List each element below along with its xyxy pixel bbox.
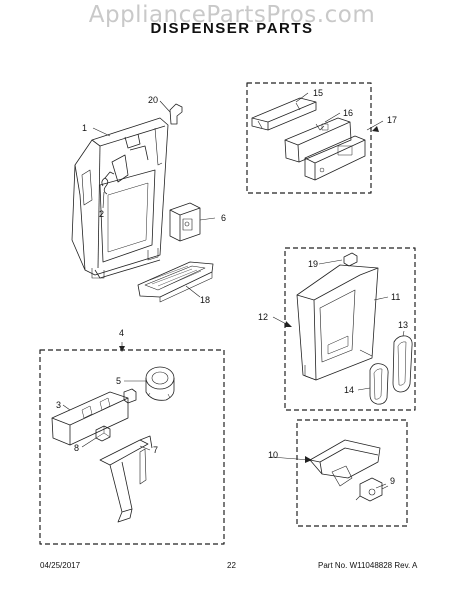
callout-14: 14 bbox=[344, 385, 354, 395]
watermark-text: AppliancePartsPros.com bbox=[88, 2, 376, 28]
group-box-15-17 bbox=[246, 82, 372, 194]
housing-part bbox=[296, 264, 379, 381]
bracket-plate-part bbox=[251, 97, 317, 131]
group-box-11-14 bbox=[284, 247, 416, 411]
cover-part bbox=[369, 363, 389, 405]
callout-2: 2 bbox=[99, 209, 104, 219]
motor-part bbox=[145, 366, 175, 401]
callout-6: 6 bbox=[221, 213, 226, 223]
lens-part bbox=[392, 335, 413, 393]
chute-part bbox=[309, 439, 381, 487]
callout-20: 20 bbox=[148, 95, 158, 105]
group-box-4 bbox=[39, 349, 225, 545]
callout-labels: 1 2 20 6 18 15 16 17 19 11 12 13 14 4 5 … bbox=[56, 88, 408, 486]
footer-part-number: Part No. W11048828 Rev. A bbox=[318, 561, 418, 570]
callout-4: 4 bbox=[119, 328, 124, 338]
paddle-lever-part bbox=[99, 435, 153, 523]
connector-part bbox=[95, 425, 111, 442]
callout-11: 11 bbox=[391, 292, 400, 302]
callout-12: 12 bbox=[258, 312, 268, 322]
callout-3: 3 bbox=[56, 400, 61, 410]
page-title: DISPENSER PARTS bbox=[150, 20, 314, 37]
footer-date: 04/25/2017 bbox=[40, 561, 81, 570]
small-clip-part bbox=[343, 252, 358, 267]
callout-9: 9 bbox=[390, 476, 395, 486]
actuator-assembly-part bbox=[51, 391, 129, 446]
dispenser-housing-part bbox=[71, 117, 169, 279]
callout-10: 10 bbox=[268, 450, 278, 460]
lever-spring-part bbox=[101, 171, 115, 195]
valve-part bbox=[355, 477, 389, 502]
callout-16: 16 bbox=[343, 108, 353, 118]
callout-18: 18 bbox=[200, 295, 210, 305]
control-board-part bbox=[284, 117, 352, 163]
drip-tray-part bbox=[137, 261, 214, 303]
switch-module-part bbox=[169, 202, 201, 242]
interface-board-part bbox=[304, 135, 366, 181]
gear-piece-part bbox=[123, 388, 137, 404]
callout-19: 19 bbox=[308, 259, 318, 269]
callout-7: 7 bbox=[153, 445, 158, 455]
callout-1: 1 bbox=[82, 123, 87, 133]
callout-17: 17 bbox=[387, 115, 397, 125]
footer-page-number: 22 bbox=[227, 561, 236, 570]
callout-15: 15 bbox=[313, 88, 323, 98]
group-box-9-10 bbox=[296, 419, 408, 527]
callout-5: 5 bbox=[116, 376, 121, 386]
callout-13: 13 bbox=[398, 320, 408, 330]
clip-part bbox=[169, 103, 183, 125]
callout-8: 8 bbox=[74, 443, 79, 453]
